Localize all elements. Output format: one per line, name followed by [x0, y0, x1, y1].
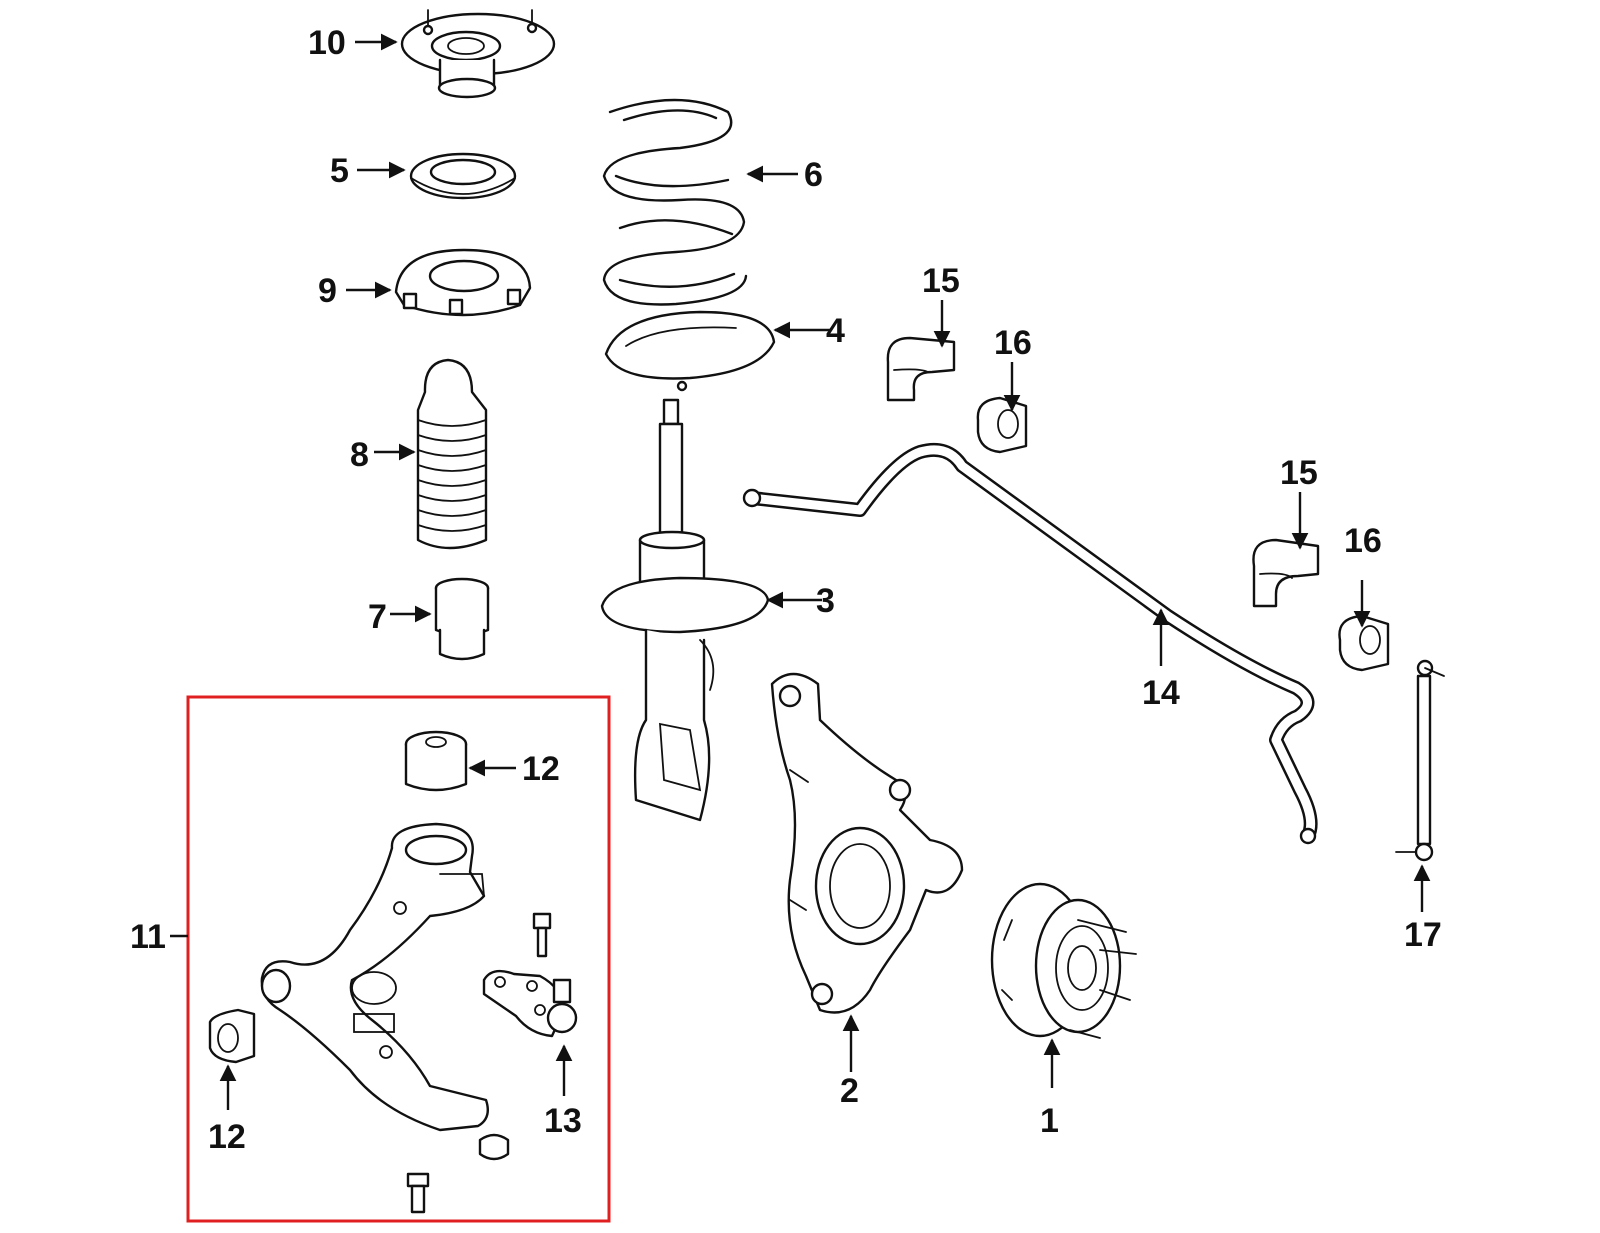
wheel-hub-part: [990, 882, 1137, 1039]
strut-bearing-part: [409, 152, 517, 200]
callout-2: 2: [840, 1072, 859, 1110]
callout-7: 7: [368, 598, 387, 636]
callout-9: 9: [318, 272, 337, 310]
stabilizer-bar-part: [742, 442, 1318, 845]
stabilizer-clamp-part: [886, 336, 956, 402]
ball-joint-part: [482, 969, 578, 1038]
highlight-box: [186, 695, 611, 1223]
callout-15-upper: 15: [922, 262, 960, 300]
stabilizer-clamp-part: [1252, 538, 1320, 608]
upper-spring-seat-part: [394, 248, 532, 317]
ball-joint-nut-part: [478, 1133, 510, 1161]
strut-mount-part: [400, 9, 556, 99]
callout-12-top: 12: [522, 750, 560, 788]
callout-4: 4: [826, 312, 845, 350]
control-arm-bushing-part: [208, 1008, 256, 1064]
stabilizer-link-part: [1395, 659, 1445, 862]
steering-knuckle-part: [770, 672, 964, 1014]
callout-13: 13: [544, 1102, 582, 1140]
bump-stop-part: [434, 577, 490, 661]
callout-12-left: 12: [208, 1118, 246, 1156]
callout-10: 10: [308, 24, 346, 62]
callout-14: 14: [1142, 674, 1180, 712]
callout-15-lower: 15: [1280, 454, 1318, 492]
callout-6: 6: [804, 156, 823, 194]
callout-8: 8: [350, 436, 369, 474]
control-arm-bushing-part: [404, 730, 468, 792]
callout-3: 3: [816, 582, 835, 620]
control-arm-bolt-part: [406, 1172, 430, 1214]
ball-joint-bolt-part: [532, 912, 552, 958]
stabilizer-bushing-part: [976, 396, 1028, 454]
callout-16-lower: 16: [1344, 522, 1382, 560]
callout-16-upper: 16: [994, 324, 1032, 362]
coil-spring-part: [602, 98, 748, 306]
callout-1: 1: [1040, 1102, 1059, 1140]
lower-control-arm-part: [260, 822, 489, 1132]
spring-insulator-part: [604, 310, 776, 392]
callout-5: 5: [330, 152, 349, 190]
stabilizer-bushing-part: [1338, 614, 1390, 672]
callout-17: 17: [1404, 916, 1442, 954]
strut-assembly-part: [600, 398, 770, 822]
callout-11: 11: [130, 918, 166, 956]
dust-boot-part: [416, 358, 488, 550]
